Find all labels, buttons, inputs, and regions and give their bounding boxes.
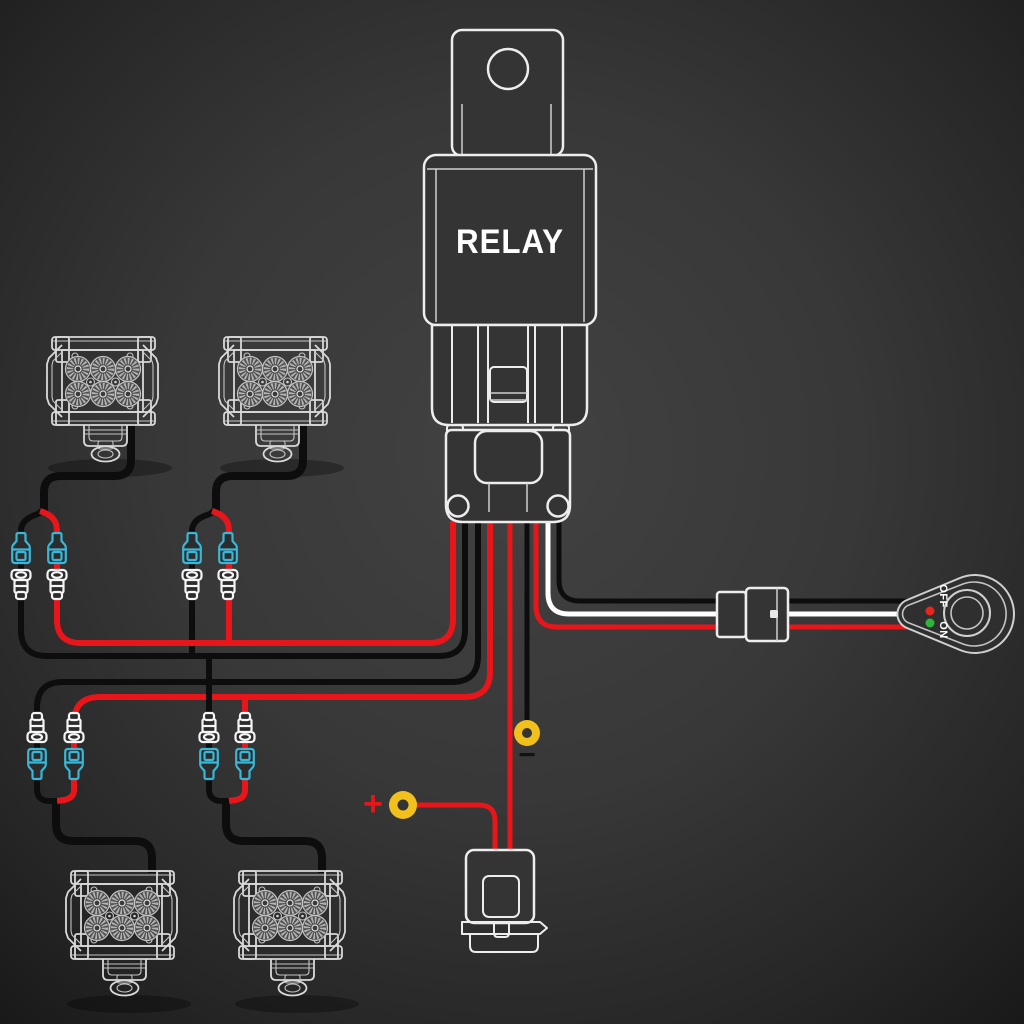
mount-hole — [486, 47, 530, 91]
bottom-red-bus — [56, 521, 493, 804]
fuse-holder — [461, 848, 548, 953]
socket-hole-left — [446, 494, 470, 518]
switch-white-wire — [545, 521, 958, 617]
positive-wire — [416, 802, 498, 852]
chain1-red-wire — [39, 508, 60, 624]
switch-red-wire — [533, 521, 1000, 630]
light4-cable — [222, 798, 326, 873]
chain4-black-wire — [206, 713, 229, 804]
switch-on-label: ON — [937, 621, 949, 639]
positive-ring-terminal: + — [363, 785, 417, 823]
relay-label: RELAY — [456, 223, 564, 261]
chain4-red-wire — [228, 713, 248, 804]
top-red-bus — [54, 521, 456, 646]
off-indicator-led — [925, 606, 935, 616]
switch-black-wire — [556, 521, 947, 604]
light3-cable — [52, 798, 156, 873]
switch-button[interactable] — [943, 589, 991, 637]
connector-latch — [770, 610, 778, 618]
power-switch: OFF ON — [896, 574, 1015, 654]
wiring-harness — [18, 424, 1000, 873]
top-black-bus — [18, 521, 468, 659]
socket-latch — [489, 366, 528, 403]
positive-label: + — [363, 785, 383, 823]
light1-cable — [40, 424, 135, 512]
switch-button-inner — [950, 596, 984, 630]
negative-label: − — [518, 739, 536, 772]
chain3-black-wire — [34, 713, 57, 804]
socket-lower — [444, 428, 572, 524]
negative-ring-terminal: − — [514, 720, 540, 772]
socket-lower-latch — [473, 429, 544, 485]
switch-off-label: OFF — [937, 584, 949, 608]
bottom-black-bus — [34, 521, 481, 716]
socket-hole-right — [546, 494, 570, 518]
inline-connector — [715, 586, 790, 643]
chain2-red-wire — [211, 508, 232, 644]
relay: RELAY — [422, 28, 598, 524]
fuse-window — [482, 875, 520, 918]
on-indicator-led — [925, 618, 935, 628]
light2-cable — [212, 424, 307, 512]
relay-socket — [430, 323, 589, 427]
